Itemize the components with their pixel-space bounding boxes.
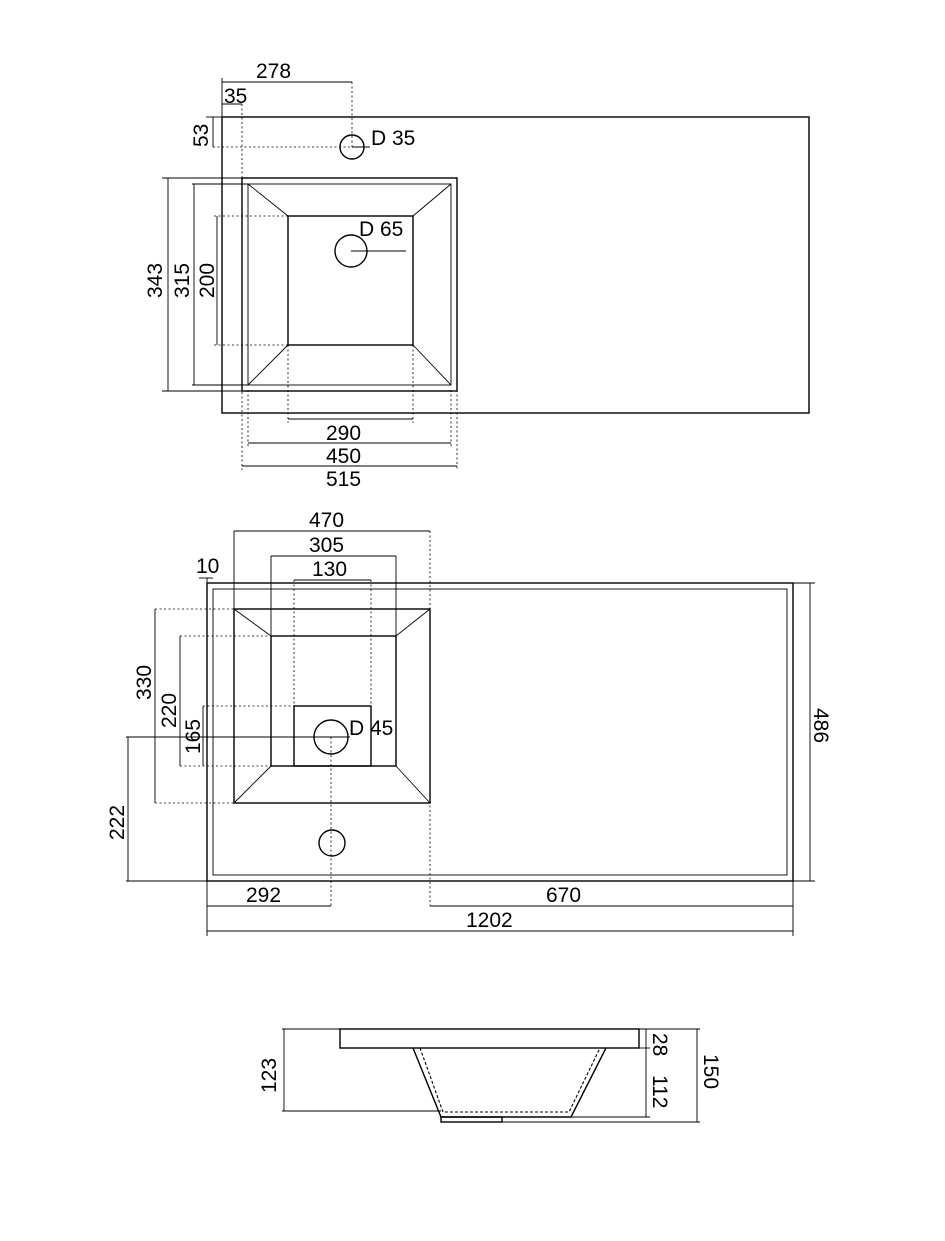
dim-112: 112 — [648, 1075, 671, 1108]
dim-305: 305 — [309, 534, 344, 557]
faucet-hole-label: D 35 — [371, 127, 415, 150]
dim-330: 330 — [133, 665, 156, 700]
drain-plate — [293, 705, 372, 767]
dim-123: 123 — [258, 1058, 281, 1093]
basin-floor — [270, 635, 397, 767]
side-view: 123 28 112 150 — [258, 1028, 722, 1123]
middle-view: 470 305 130 10 330 220 165 D 45 222 486 … — [106, 509, 832, 936]
countertop-outline-2 — [206, 582, 794, 882]
dim-150: 150 — [699, 1054, 722, 1089]
dim-220: 220 — [158, 693, 181, 728]
drain-stub — [440, 1116, 503, 1123]
dim-10: 10 — [196, 555, 219, 578]
countertop-inner-edge — [212, 588, 788, 876]
dim-53: 53 — [190, 124, 213, 147]
dim-343: 343 — [144, 263, 167, 298]
dim-35: 35 — [224, 85, 247, 108]
drain-label-2: D 45 — [349, 717, 393, 740]
dim-515: 515 — [326, 468, 361, 491]
basin-section — [412, 1047, 607, 1118]
dim-292: 292 — [246, 884, 281, 907]
dim-130: 130 — [312, 558, 347, 581]
dim-470: 470 — [309, 509, 344, 532]
faucet-hole-2 — [318, 829, 346, 857]
dim-670: 670 — [546, 884, 581, 907]
dim-165: 165 — [182, 719, 205, 754]
basin-inner-rim — [247, 183, 452, 386]
dim-450: 450 — [326, 445, 361, 468]
dim-1202: 1202 — [466, 909, 513, 932]
basin-bottom — [287, 215, 414, 346]
dim-278: 278 — [256, 60, 291, 83]
basin-outer — [233, 608, 431, 804]
top-view: 278 35 53 D 35 D 65 343 315 200 290 450 … — [144, 60, 810, 491]
dim-222: 222 — [106, 805, 129, 840]
dim-315: 315 — [171, 263, 194, 298]
dim-486: 486 — [809, 708, 832, 743]
dim-200: 200 — [196, 263, 219, 298]
countertop-section — [339, 1028, 640, 1049]
dim-290: 290 — [326, 422, 361, 445]
dim-28: 28 — [648, 1033, 671, 1056]
countertop-outline — [221, 116, 810, 414]
drain-label: D 65 — [359, 218, 403, 241]
